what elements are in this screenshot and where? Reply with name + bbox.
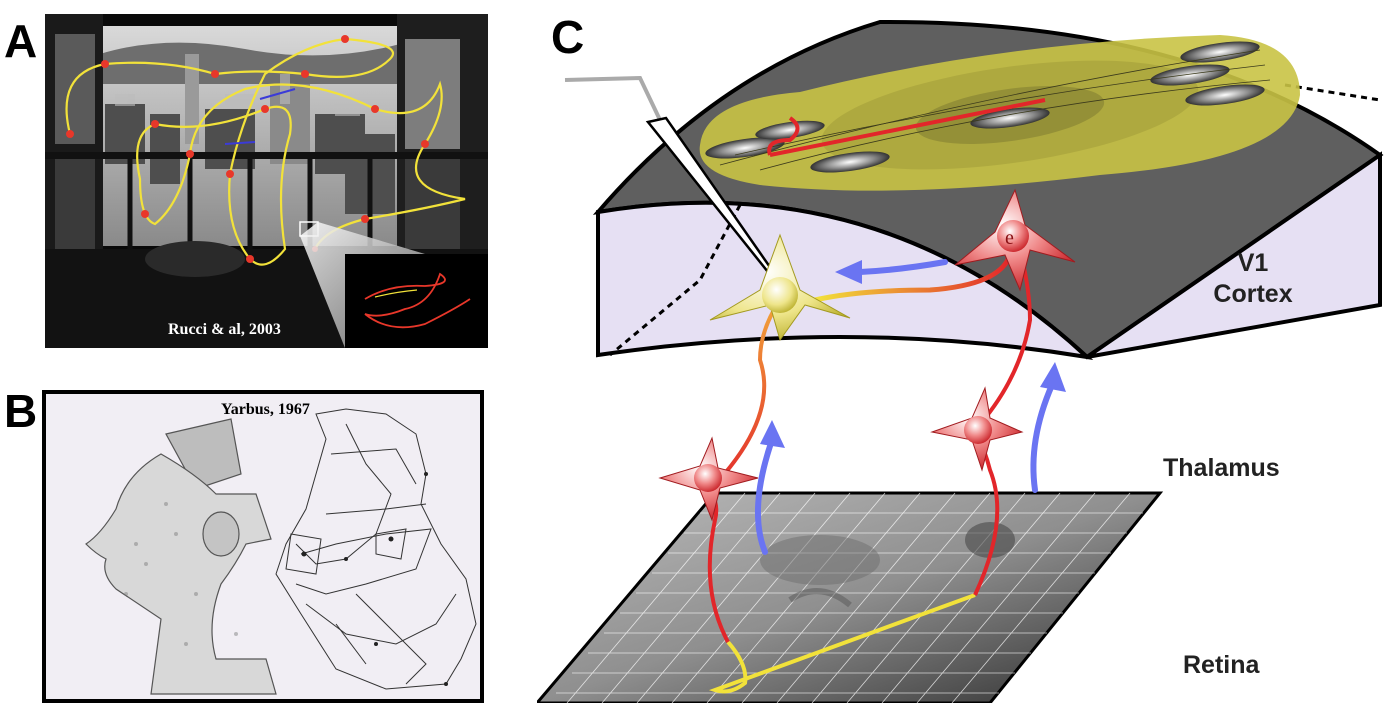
zoom-inset bbox=[345, 254, 488, 348]
panel-c-letter: C bbox=[551, 11, 585, 63]
arrow-head-thalamus-left bbox=[760, 420, 785, 448]
panel-a-credit: Rucci & al, 2003 bbox=[168, 321, 281, 338]
thalamic-neuron-left bbox=[658, 436, 759, 522]
panel-a-scene bbox=[45, 14, 488, 348]
retina-scanpath bbox=[708, 593, 976, 694]
thalamus-label: Thalamus bbox=[1163, 454, 1280, 482]
zoomed-drift-trace bbox=[364, 272, 471, 329]
receptive-field-map bbox=[699, 35, 1300, 191]
panel-b-letter: B bbox=[4, 385, 38, 437]
arrow-head-thalamus-right bbox=[1040, 362, 1066, 392]
panel-a-eye-movement-photo: Rucci & al, 2003 bbox=[45, 14, 488, 348]
drift-trace-on-cortex bbox=[769, 98, 1046, 157]
cortical-yellow-neuron bbox=[709, 233, 851, 342]
nefertiti-bust bbox=[85, 418, 277, 695]
v1-cortex-label: V1 Cortex bbox=[1208, 248, 1298, 311]
thalamic-axon-left bbox=[703, 298, 782, 497]
panel-b-yarbus-figure: Yarbus, 1967 bbox=[42, 390, 484, 703]
yarbus-scanpath bbox=[275, 408, 477, 690]
horizontal-cortical-axon bbox=[814, 254, 1013, 303]
v1-label: V1 bbox=[1237, 249, 1269, 277]
cortical-excitatory-neuron bbox=[954, 188, 1076, 292]
feedforward-arrows bbox=[755, 259, 1055, 555]
retina-label: Retina bbox=[1183, 651, 1260, 679]
panel-c-diagram: e bbox=[537, 19, 1384, 703]
excitatory-cell-label: e bbox=[1005, 227, 1014, 249]
panel-a-letter: A bbox=[4, 15, 38, 67]
arrow-head-cortex bbox=[835, 260, 862, 284]
cortex-label: Cortex bbox=[1213, 280, 1293, 309]
balcony-rail bbox=[45, 152, 488, 159]
retina-image-plane bbox=[537, 491, 1164, 703]
thalamic-axon-right bbox=[973, 249, 1033, 432]
panel-b-drawing bbox=[85, 408, 477, 695]
panel-b-credit: Yarbus, 1967 bbox=[221, 401, 310, 418]
thalamic-neuron-right bbox=[930, 386, 1024, 472]
